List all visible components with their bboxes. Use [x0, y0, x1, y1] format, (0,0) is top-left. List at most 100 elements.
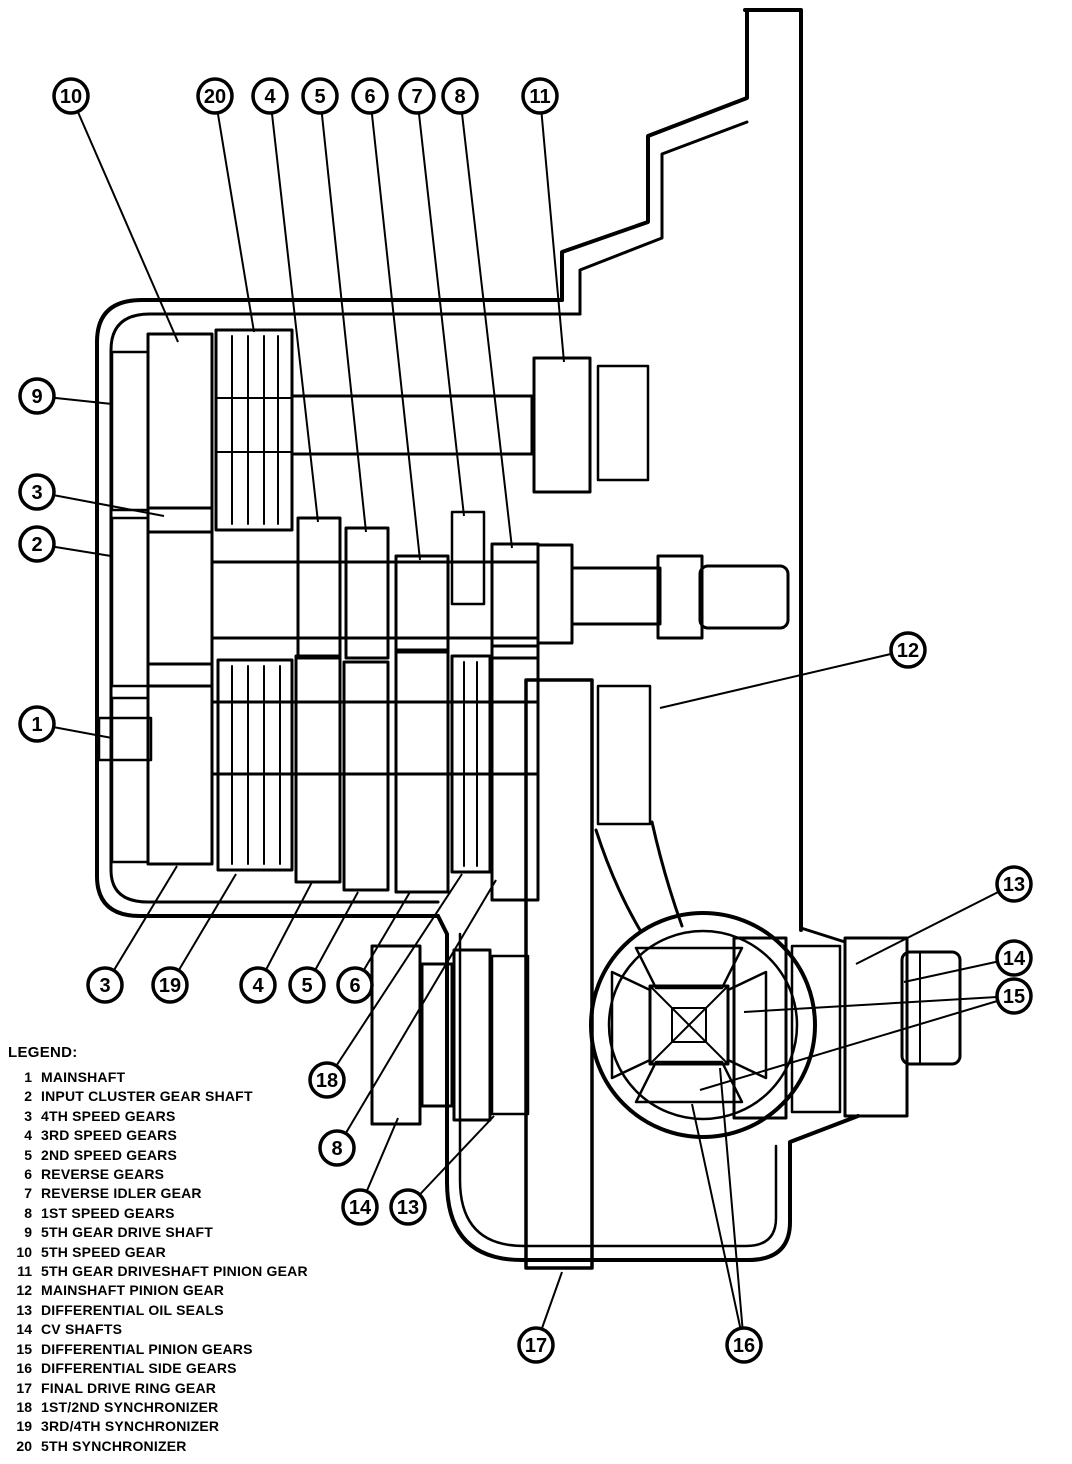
legend-item-number: 13	[16, 1301, 32, 1318]
gear-reverse-bottom	[394, 648, 450, 894]
sump-outer	[436, 914, 860, 1262]
legend-item-number: 11	[17, 1263, 32, 1280]
svg-text:3: 3	[99, 975, 110, 997]
callout-bottom-19: 19	[151, 966, 189, 1004]
callout-right-13: 13	[995, 865, 1033, 903]
svg-text:6: 6	[364, 86, 375, 108]
legend-item-label: 5TH SYNCHRONIZER	[41, 1437, 187, 1454]
svg-text:6: 6	[349, 975, 360, 997]
legend-item-number: 20	[16, 1437, 32, 1454]
cluster-gears	[296, 510, 540, 660]
callout-bottom-4: 4	[239, 966, 277, 1004]
gear-5th-driveshaft-pinion	[532, 356, 592, 494]
shafts	[97, 394, 790, 776]
legend-item-label: MAINSHAFT	[41, 1069, 126, 1085]
callout-top-5: 5	[301, 77, 339, 115]
callout-bottom-8: 8	[318, 1129, 356, 1167]
callout-bottom-14: 14	[341, 1188, 379, 1226]
legend-item-number: 2	[24, 1088, 32, 1105]
legend-item-label: 3RD SPEED GEARS	[41, 1127, 178, 1144]
sump-inner	[458, 932, 778, 1248]
legend-item: 20 5TH SYNCHRONIZER	[8, 1437, 428, 1456]
callout-balloons: 10 20 4 5 6 7 8 11 9 3 2 1 12 13 14 15 3…	[18, 77, 1033, 1364]
input-cluster-gear-shaft	[210, 560, 540, 640]
oil-seal-housing-left	[452, 948, 492, 1122]
legend-item-number: 7	[24, 1185, 32, 1202]
svg-text:14: 14	[1003, 948, 1026, 970]
svg-text:10: 10	[60, 86, 82, 108]
legend-item-label: 5TH SPEED GEAR	[41, 1243, 166, 1260]
callout-top-8: 8	[441, 77, 479, 115]
tooth-ring-5th-pinion	[596, 364, 650, 482]
gear-4th-speed-top	[146, 506, 214, 688]
svg-text:19: 19	[159, 975, 181, 997]
legend-item-label: CV SHAFTS	[41, 1321, 123, 1338]
svg-text:7: 7	[411, 86, 422, 108]
legend-item-label: 1ST SPEED GEARS	[41, 1204, 175, 1221]
svg-text:20: 20	[204, 86, 226, 108]
legend-item-label: DIFFERENTIAL PINION GEARS	[41, 1340, 253, 1357]
legend-item-label: 1ST/2ND SYNCHRONIZER	[41, 1398, 219, 1415]
svg-text:4: 4	[264, 86, 276, 108]
legend-item-number: 6	[24, 1166, 32, 1183]
legend-item-number: 19	[16, 1418, 32, 1435]
callout-bottom-16: 16	[725, 1326, 763, 1364]
gearcase-inner	[109, 312, 582, 904]
svg-text:8: 8	[454, 86, 465, 108]
bell-transition-1	[594, 828, 642, 932]
gear-reverse-top	[394, 554, 450, 654]
output-splined-shaft	[698, 564, 790, 630]
svg-text:8: 8	[331, 1138, 342, 1160]
svg-text:3: 3	[31, 482, 42, 504]
legend-item-label: 2ND SPEED GEARS	[41, 1146, 178, 1163]
legend-title: LEGEND:	[8, 1044, 78, 1061]
mainshaft-gears	[216, 644, 540, 902]
svg-text:4: 4	[252, 975, 264, 997]
legend-item: 1 MAINSHAFT	[8, 1068, 428, 1087]
callout-top-10: 10	[52, 77, 90, 115]
legend-item-label: 5TH GEAR DRIVESHAFT PINION GEAR	[41, 1263, 308, 1280]
callout-top-7: 7	[398, 77, 436, 115]
gear-reverse-idler	[450, 510, 486, 606]
final-drive-ring-gear	[524, 678, 594, 1270]
callout-bottom-13: 13	[389, 1188, 427, 1226]
gear-5th-speed	[146, 332, 214, 534]
gear-2nd-bottom	[342, 660, 390, 892]
gear-2nd-top	[344, 526, 390, 660]
fifth-gear-train	[110, 328, 650, 866]
callout-right-12: 12	[889, 631, 927, 669]
transaxle-housing	[95, 8, 860, 1262]
gear-3rd-bottom	[294, 654, 342, 884]
legend-item-label: 5TH GEAR DRIVE SHAFT	[41, 1224, 214, 1241]
housing-right-wall	[743, 8, 803, 932]
legend-item-number: 1	[24, 1069, 32, 1085]
gear-3rd-top	[296, 516, 342, 660]
legend-item-number: 8	[24, 1204, 32, 1221]
callout-top-4: 4	[251, 77, 289, 115]
callout-left-1: 1	[18, 705, 56, 743]
synchro-3rd-4th	[216, 658, 294, 872]
bell-transition-2	[650, 820, 684, 928]
callout-bottom-17: 17	[517, 1326, 555, 1364]
svg-text:15: 15	[1003, 986, 1025, 1008]
callout-top-11: 11	[521, 77, 559, 115]
legend-item: 11 5TH GEAR DRIVESHAFT PINION GEAR	[8, 1262, 428, 1281]
tooth-ring-4th	[110, 516, 150, 688]
diff-pinion-gear-top	[634, 946, 744, 990]
gear-mainshaft-low	[146, 662, 214, 866]
mainshaft-pinion-gear	[596, 684, 652, 826]
oil-seal-housing-right	[843, 936, 909, 1118]
gear-1st-bottom	[490, 644, 540, 902]
differential-bell-inner	[607, 929, 799, 1121]
